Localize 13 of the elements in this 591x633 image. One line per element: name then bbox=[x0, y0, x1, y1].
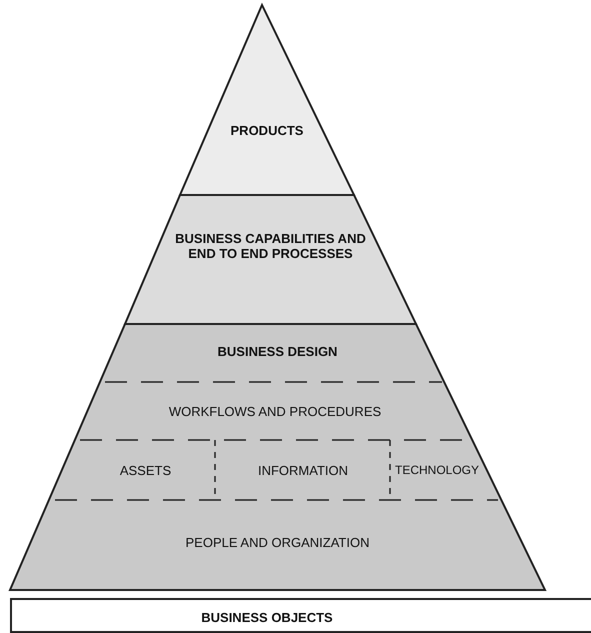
pyramid-layer bbox=[10, 324, 545, 590]
pyramid-layer bbox=[180, 5, 354, 195]
section-label: TECHNOLOGY bbox=[392, 442, 482, 498]
base-bar bbox=[10, 598, 591, 633]
layer-title: BUSINESS DESIGN bbox=[218, 344, 338, 359]
pyramid-layer bbox=[125, 195, 416, 324]
section-label: INFORMATION bbox=[217, 442, 389, 498]
section-label: ASSETS bbox=[78, 442, 213, 498]
section-label: WORKFLOWS AND PROCEDURES bbox=[100, 384, 450, 438]
layer-title: BUSINESS CAPABILITIES AND END TO END PROCESSES bbox=[174, 231, 367, 261]
layer-title: PRODUCTS bbox=[230, 123, 304, 138]
layer-title: BUSINESS OBJECTS bbox=[201, 610, 333, 625]
section-label: PEOPLE AND ORGANIZATION bbox=[55, 502, 500, 582]
